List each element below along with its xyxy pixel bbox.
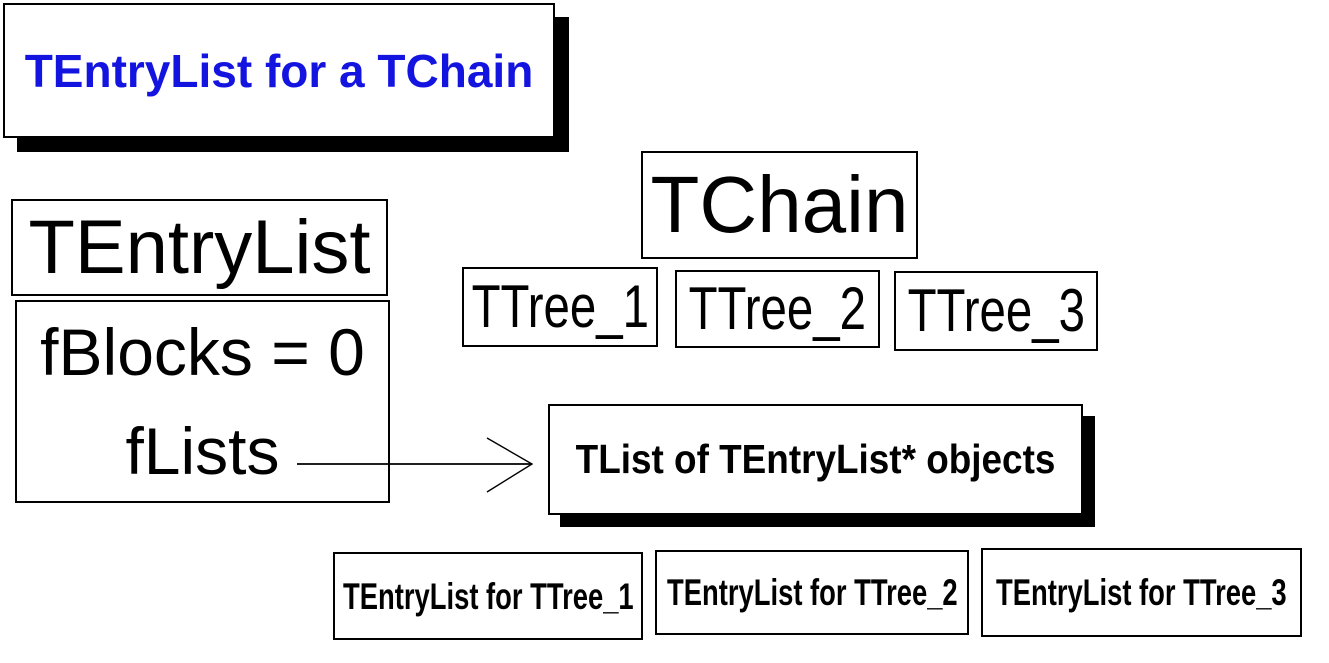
tentrylist-for-ttree1-label: TEntryList for TTree_1 bbox=[342, 575, 634, 617]
fblocks-field: fBlocks = 0 bbox=[40, 314, 365, 389]
tentrylist-for-ttree2-label: TEntryList for TTree_2 bbox=[666, 572, 958, 613]
tentrylist-class-name: TEntryList bbox=[28, 204, 371, 290]
tlist-box: TList of TEntryList* objects bbox=[548, 404, 1083, 515]
flists-field: fLists bbox=[125, 414, 280, 489]
ttree1-box: TTree_1 bbox=[462, 267, 658, 347]
ttree3-label: TTree_3 bbox=[907, 277, 1085, 344]
ttree2-label: TTree_2 bbox=[688, 275, 867, 342]
tlist-label: TList of TEntryList* objects bbox=[575, 436, 1056, 482]
tentrylist-for-ttree3-label: TEntryList for TTree_3 bbox=[996, 572, 1287, 613]
ttree2-box: TTree_2 bbox=[675, 270, 880, 348]
ttree3-box: TTree_3 bbox=[894, 271, 1098, 351]
title-box: TEntryList for a TChain bbox=[3, 3, 555, 138]
tentrylist-header-box: TEntryList bbox=[11, 199, 388, 296]
tchain-label: TChain bbox=[650, 160, 909, 249]
diagram-title: TEntryList for a TChain bbox=[24, 44, 534, 97]
tentrylist-fields-box: fBlocks = 0 fLists bbox=[15, 300, 390, 503]
tentrylist-for-ttree1-box: TEntryList for TTree_1 bbox=[333, 552, 643, 640]
flists-arrow bbox=[297, 437, 534, 493]
ttree1-label: TTree_1 bbox=[471, 273, 649, 340]
tchain-box: TChain bbox=[641, 151, 918, 259]
tentrylist-for-ttree2-box: TEntryList for TTree_2 bbox=[655, 550, 969, 635]
arrow-head-icon bbox=[486, 437, 534, 493]
tentrylist-for-ttree3-box: TEntryList for TTree_3 bbox=[981, 548, 1302, 637]
